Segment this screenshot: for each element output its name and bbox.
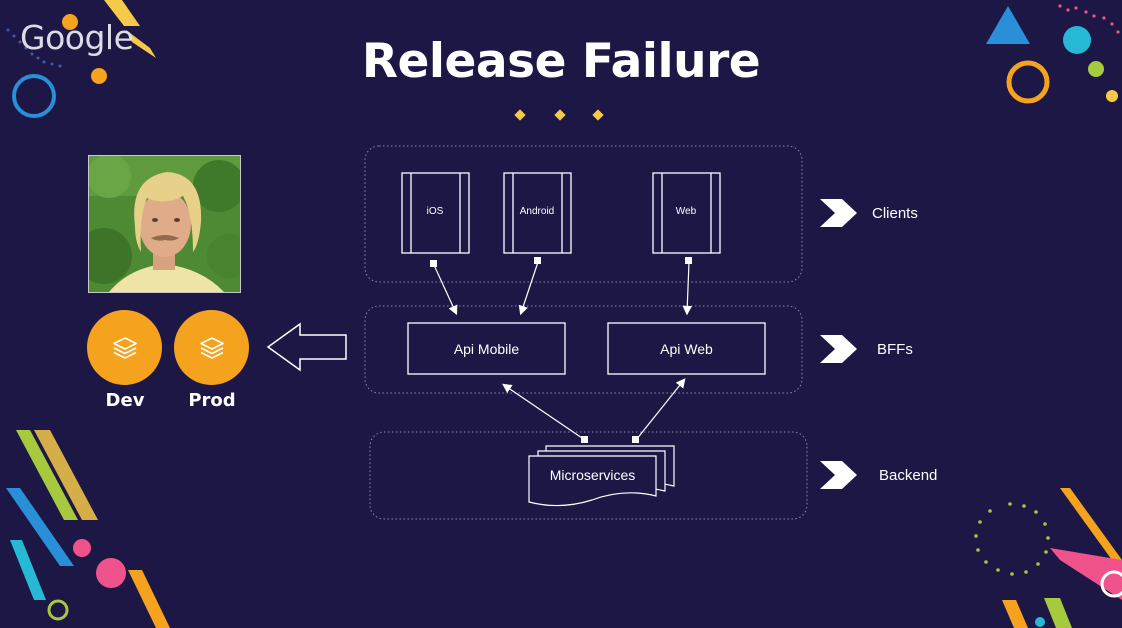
row-label-backend: Backend — [879, 467, 938, 484]
layers-icon — [199, 336, 224, 359]
chevron-backend-icon — [820, 461, 857, 489]
deco-top-right — [986, 4, 1120, 104]
microservices-stack — [528, 445, 675, 507]
deco-bottom-left — [6, 430, 170, 628]
chevron-clients-icon — [820, 199, 857, 227]
api-web-label: Api Web — [660, 340, 713, 357]
dev-label: Dev — [105, 390, 145, 411]
client-android-label: Android — [519, 206, 555, 217]
layers-icon — [112, 336, 137, 359]
clients-group — [364, 145, 803, 283]
connector-end-squares — [430, 257, 692, 443]
client-web-box — [652, 172, 721, 254]
row-label-bffs: BFFs — [877, 341, 913, 358]
client-android-box — [503, 172, 572, 254]
api-web-box — [607, 322, 766, 375]
backend-group — [369, 431, 808, 520]
api-mobile-label: Api Mobile — [453, 340, 520, 357]
api-mobile-box — [407, 322, 566, 375]
client-web-label: Web — [675, 206, 697, 217]
bffs-group — [364, 305, 803, 394]
row-label-clients: Clients — [872, 205, 918, 222]
prod-label: Prod — [188, 390, 236, 411]
client-ios-box — [401, 172, 470, 254]
prod-environment-badge — [174, 310, 249, 385]
chevron-bffs-icon — [820, 335, 857, 363]
person-photo — [88, 155, 241, 293]
deco-top-left — [6, 0, 156, 118]
connectors — [433, 261, 693, 441]
deco-bottom-right — [974, 488, 1122, 628]
dev-environment-badge — [87, 310, 162, 385]
microservices-label: Microservices — [549, 467, 636, 483]
slide-title: Release Failure — [361, 34, 761, 89]
client-ios-label: iOS — [426, 206, 444, 217]
google-logo: Google — [20, 18, 134, 57]
left-arrow-icon — [266, 322, 347, 372]
